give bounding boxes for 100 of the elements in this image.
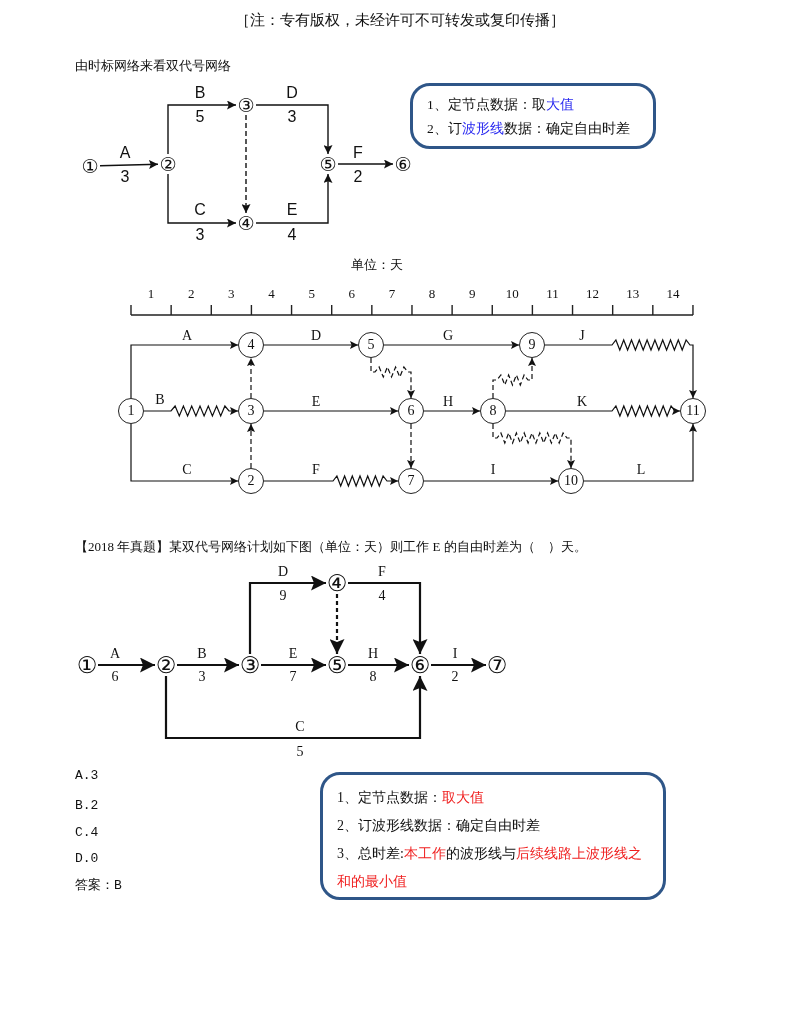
answer-option: C.4 <box>75 824 99 840</box>
arrow <box>99 160 159 169</box>
copyright-note: ［注：专有版权，未经许可不可转发或复印传播］ <box>235 10 565 30</box>
duration-number: 9 <box>279 588 287 604</box>
note-line: 1、定节点数据：取大值 <box>337 789 485 807</box>
dashed-arrow <box>247 423 255 469</box>
event-circle: 6 <box>398 398 424 424</box>
circled-number: ⑥ <box>393 154 413 174</box>
duration-number: 2 <box>353 168 363 186</box>
arrow <box>177 657 239 673</box>
answer-option: A.3 <box>75 767 99 783</box>
arrow <box>423 407 481 415</box>
arrow <box>263 407 399 415</box>
tick-number: 2 <box>187 286 195 302</box>
arrow <box>248 575 326 654</box>
arrow <box>544 338 697 399</box>
circled-number: ③ <box>236 95 256 115</box>
event-circle: 1 <box>118 398 144 424</box>
event-circle: 11 <box>680 398 706 424</box>
note-line: 1、定节点数据：取大值 <box>427 96 575 114</box>
arrow <box>505 404 681 418</box>
tick-number: 10 <box>505 286 519 302</box>
duration-number: 3 <box>195 226 205 244</box>
dashed-arrow <box>407 423 415 469</box>
dashed-arrow <box>492 357 536 399</box>
circled-number: ① <box>80 156 100 176</box>
duration-number: 6 <box>111 669 119 685</box>
heading-text: 由时标网络来看双代号网络 <box>75 57 231 75</box>
duration-number: 4 <box>287 226 297 244</box>
note-line: 2、订波形线数据：确定自由时差 <box>337 817 541 835</box>
circled-number: ③ <box>239 654 261 676</box>
event-circle: 7 <box>398 468 424 494</box>
duration-number: 7 <box>289 669 297 685</box>
event-circle: 10 <box>558 468 584 494</box>
arrow <box>143 404 239 418</box>
dashed-arrow <box>241 114 251 214</box>
answer-option: B.2 <box>75 797 99 813</box>
tick-number: 8 <box>428 286 436 302</box>
heading-text: 单位：天 <box>351 256 403 274</box>
note-box <box>410 83 656 149</box>
arrow <box>130 423 239 485</box>
circled-number: ⑤ <box>326 654 348 676</box>
event-circle: 8 <box>480 398 506 424</box>
event-circle: 3 <box>238 398 264 424</box>
tick-number: 1 <box>147 286 155 302</box>
circled-number: ⑦ <box>486 654 508 676</box>
arrow <box>337 159 394 169</box>
note-line: 2、订波形线数据：确定自由时差 <box>427 120 631 138</box>
circled-number: ④ <box>236 213 256 233</box>
circled-number: ⑤ <box>318 154 338 174</box>
arrow <box>431 657 486 673</box>
event-circle: 2 <box>238 468 264 494</box>
arrow <box>263 341 359 349</box>
arrow <box>261 657 326 673</box>
arrow <box>348 581 428 654</box>
tick-number: 11 <box>546 286 559 302</box>
duration-number: 4 <box>378 588 386 604</box>
duration-number: 8 <box>369 669 377 685</box>
event-circle: 5 <box>358 332 384 358</box>
arrow <box>255 104 333 155</box>
note-box <box>320 772 666 900</box>
arrow <box>164 676 428 740</box>
duration-number: 5 <box>195 108 205 126</box>
tick-number: 5 <box>308 286 315 302</box>
duration-number: 3 <box>287 108 297 126</box>
arrow <box>348 657 409 673</box>
dashed-arrow <box>247 357 255 399</box>
tick-number: 12 <box>586 286 600 302</box>
duration-number: 5 <box>296 744 304 760</box>
circled-number: ② <box>155 654 177 676</box>
duration-number: 3 <box>120 168 130 186</box>
tick-number: 4 <box>268 286 275 302</box>
dashed-arrow <box>329 594 345 654</box>
event-circle: 9 <box>519 332 545 358</box>
circled-number: ⑥ <box>409 654 431 676</box>
arrow <box>167 100 237 155</box>
tick-number: 14 <box>666 286 680 302</box>
arrow <box>583 423 697 482</box>
tick-number: 3 <box>228 286 235 302</box>
circled-number: ④ <box>326 572 348 594</box>
arrow <box>263 474 399 488</box>
arrow <box>383 341 520 349</box>
dashed-arrow <box>370 357 415 399</box>
tick-number: 6 <box>348 286 355 302</box>
answer-text: 答案：B <box>75 877 122 894</box>
arrow <box>167 173 237 228</box>
circled-number: ② <box>158 154 178 174</box>
note-line: 3、总时差:本工作的波形线与后续线路上波形线之和的最小值 <box>337 845 643 891</box>
tick-number: 9 <box>468 286 476 302</box>
arrow <box>130 341 239 399</box>
arrow <box>255 173 333 224</box>
arrow <box>98 657 155 673</box>
tick-number: 7 <box>388 286 396 302</box>
answer-option: D.0 <box>75 850 99 866</box>
circled-number: ① <box>76 654 98 676</box>
arrow <box>423 477 559 485</box>
question-text: 【2018 年真题】某双代号网络计划如下图（单位：天）则工作 E 的自由时差为（ ）天。 <box>75 538 587 556</box>
duration-number: 3 <box>198 669 206 685</box>
event-circle: 4 <box>238 332 264 358</box>
dashed-arrow <box>492 423 575 469</box>
